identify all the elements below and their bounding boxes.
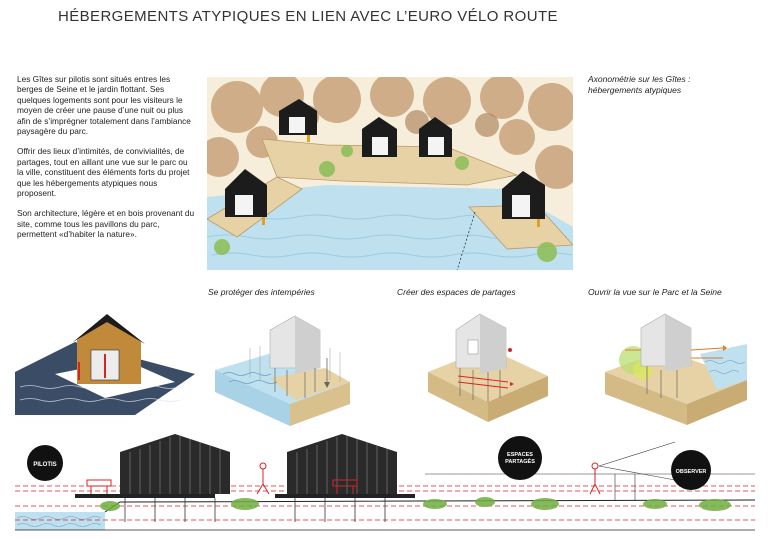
label-espaces: ESPACES bbox=[507, 452, 533, 458]
page-title: HÉBERGEMENTS ATYPIQUES EN LIEN AVEC L’EU… bbox=[58, 8, 558, 25]
label-partages: PARTAGÉS bbox=[505, 457, 535, 465]
cabin-model-diagram bbox=[15, 314, 195, 415]
intro-paragraph-2: Offrir des lieux d’intimités, de convivi… bbox=[17, 146, 190, 199]
diagram-caption-sharing: Créer des espaces de partages bbox=[397, 287, 516, 297]
intro-text: Les Gîtes sur pilotis sont situés entres… bbox=[17, 74, 195, 250]
diagram-weather bbox=[215, 315, 350, 426]
section-elevation: PILOTIS ESPACES PARTAGÉS OBSERVER bbox=[15, 434, 755, 531]
diagram-caption-weather: Se protéger des intempéries bbox=[208, 287, 315, 297]
axonometry-caption: Axonométrie sur les Gîtes : hébergements… bbox=[588, 74, 691, 95]
label-pilotis: PILOTIS bbox=[33, 462, 56, 468]
diagram-sharing bbox=[428, 313, 548, 422]
axonometry-illustration bbox=[207, 77, 573, 270]
intro-paragraph-3: Son architecture, légère et en bois prov… bbox=[17, 208, 195, 240]
intro-paragraph-1: Les Gîtes sur pilotis sont situés entres… bbox=[17, 74, 191, 137]
label-observer: OBSERVER bbox=[676, 469, 707, 475]
diagram-caption-view: Ouvrir la vue sur le Parc et la Seine bbox=[588, 287, 722, 297]
diagram-view bbox=[605, 313, 747, 425]
